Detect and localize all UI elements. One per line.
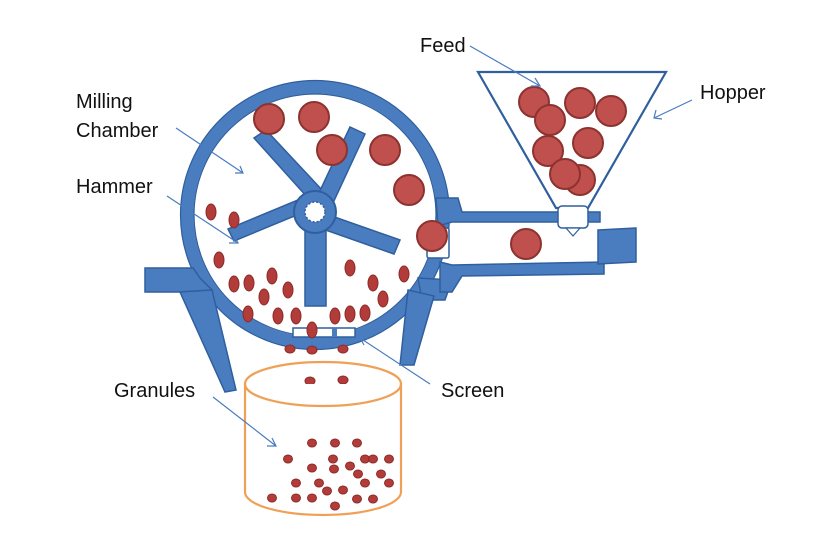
granule — [359, 304, 371, 322]
granule — [330, 438, 340, 448]
granule — [337, 375, 349, 385]
left-chute — [144, 267, 237, 393]
bottom-screen — [292, 327, 356, 338]
feed-label: Feed — [420, 35, 466, 57]
granule — [306, 345, 318, 355]
feed-particle — [393, 174, 425, 206]
feed-particle — [549, 158, 581, 190]
feed-particle — [534, 104, 566, 136]
collected-granules — [267, 438, 394, 511]
granule — [368, 454, 378, 464]
granule — [228, 275, 240, 293]
feed-particle — [369, 134, 401, 166]
milling-chamber-label-line2: Chamber — [76, 120, 159, 142]
granule — [352, 494, 362, 504]
granule — [352, 438, 362, 448]
granule — [228, 211, 240, 229]
milling-chamber-label-line1: Milling — [76, 91, 133, 113]
feed-particle — [532, 135, 564, 167]
granule — [360, 478, 370, 488]
feed-particle — [253, 103, 285, 135]
feed-particle — [572, 127, 604, 159]
granule — [291, 478, 301, 488]
granule — [329, 307, 341, 325]
granule — [344, 259, 356, 277]
granule — [322, 486, 332, 496]
granule — [376, 469, 386, 479]
granule — [314, 478, 324, 488]
granules-label: Granules — [114, 380, 195, 402]
granule — [242, 305, 254, 323]
granule — [384, 478, 394, 488]
granule — [377, 290, 389, 308]
granule — [304, 376, 316, 386]
feed-particle — [416, 220, 448, 252]
granule — [284, 344, 296, 354]
granule — [353, 469, 363, 479]
granule — [367, 274, 379, 292]
granule — [338, 485, 348, 495]
granule — [267, 493, 277, 503]
hammer-rotor — [226, 126, 402, 307]
granule — [205, 203, 217, 221]
granule — [243, 360, 403, 408]
granule — [337, 344, 349, 354]
granule — [243, 274, 255, 292]
granule — [307, 463, 317, 473]
feed-particle — [510, 228, 542, 260]
granule — [329, 464, 339, 474]
granule — [307, 493, 317, 503]
granule — [306, 321, 318, 339]
granule — [213, 251, 225, 269]
granule — [307, 438, 317, 448]
granule — [328, 454, 338, 464]
hammer-label: Hammer — [76, 176, 153, 198]
hopper-label: Hopper — [700, 82, 766, 104]
leader-lines — [166, 45, 693, 447]
screen-label: Screen — [441, 380, 504, 402]
feed-particles — [253, 86, 627, 260]
granule — [344, 305, 356, 323]
granule — [258, 288, 270, 306]
feed-particle — [316, 134, 348, 166]
granule — [290, 307, 302, 325]
granule — [283, 454, 293, 464]
feed-particle — [298, 101, 330, 133]
granule — [384, 454, 394, 464]
granule — [330, 501, 340, 511]
granule — [345, 461, 355, 471]
granule — [266, 267, 278, 285]
feed-particle — [564, 87, 596, 119]
granule — [291, 493, 301, 503]
broken-particles — [205, 203, 410, 339]
granule — [272, 307, 284, 325]
granule — [398, 265, 410, 283]
granule — [282, 281, 294, 299]
granule — [368, 494, 378, 504]
feed-particle — [595, 95, 627, 127]
